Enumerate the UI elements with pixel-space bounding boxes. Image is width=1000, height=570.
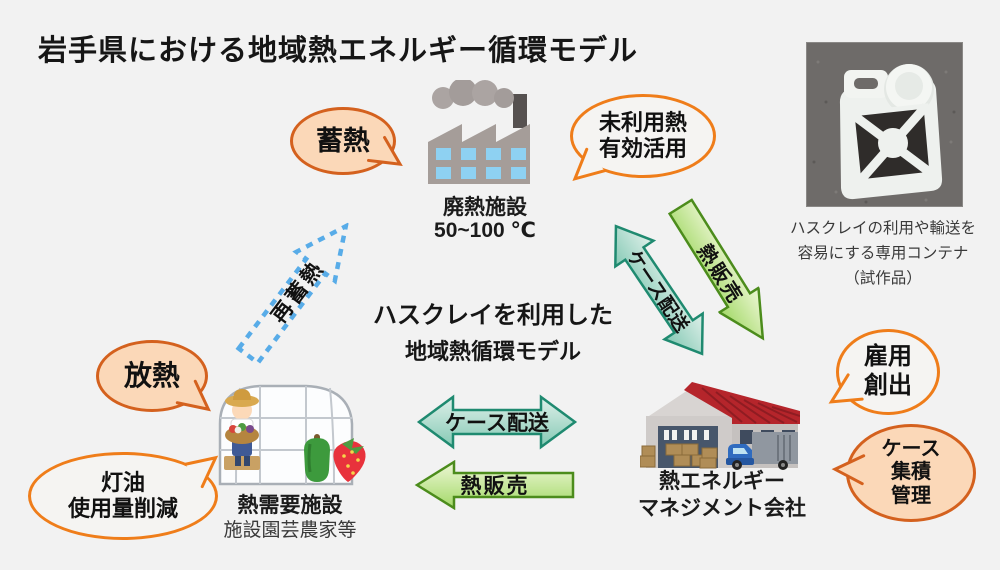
waste-heat-facility-temperature: 50~100 ℃	[434, 219, 536, 242]
unused-heat-bubble-tail	[572, 147, 607, 181]
case-delivery-lower-arrow-shape	[416, 394, 578, 450]
kerosene-line2: 使用量削減	[67, 496, 178, 521]
heat-demand-facility-subtitle: 施設園芸農家等	[223, 520, 357, 541]
pepper-icon	[304, 434, 330, 482]
heat-sale-lower-arrow: 熱販売	[414, 460, 576, 510]
storage-bubble: 蓄熱	[290, 107, 403, 175]
employment-bubble: 雇用 創出	[828, 329, 940, 415]
management-company-line2: マネジメント会社	[638, 497, 806, 521]
kerosene-reduction-bubble: 灯油 使用量削減	[28, 452, 219, 540]
greenhouse-icon	[218, 384, 366, 486]
heat-sale-upper-arrow-shape	[667, 198, 765, 341]
farmer-figure	[224, 389, 260, 470]
release-bubble-tail	[175, 379, 211, 412]
release-bubble-label: 放熱	[123, 360, 180, 392]
container-prototype-photo	[806, 42, 963, 207]
strawberry-icon	[333, 438, 366, 482]
recharge-arrow: 再蓄熱	[223, 206, 370, 375]
heat-sale-lower-arrow-shape	[414, 460, 575, 510]
kerosene-bubble-tail	[183, 455, 219, 489]
management-company-label: 熱エネルギー マネジメント会社	[622, 468, 822, 523]
unused-heat-line2: 有効活用	[598, 136, 687, 161]
employment-bubble-tail	[828, 373, 864, 404]
case-delivery-lower-label: ケース配送	[445, 412, 549, 435]
recharge-arrow-shape	[235, 222, 349, 367]
management-company-line1: 熱エネルギー	[659, 470, 785, 493]
container-jug-illustration	[812, 60, 956, 204]
case-management-bubble: ケース 集積 管理	[831, 424, 976, 522]
photo-caption-line2: 容易にする専用コンテナ	[797, 245, 969, 263]
storage-bubble-label: 蓄熱	[316, 125, 370, 156]
case-delivery-lower-arrow: ケース配送	[416, 394, 578, 450]
case-management-line1: ケース	[881, 437, 941, 460]
heat-sale-upper-arrow: 熱販売	[659, 192, 784, 353]
center-model-label: ハスクレイを利用した 地域熱循環モデル	[363, 295, 623, 366]
photo-caption-line1: ハスクレイの利用や輸送を	[789, 220, 976, 237]
case-delivery-upper-arrow: ケース配送	[593, 209, 726, 371]
case-management-bubble-tail	[831, 454, 866, 486]
photo-caption: ハスクレイの利用や輸送を 容易にする専用コンテナ （試作品）	[775, 216, 991, 291]
case-delivery-upper-arrow-shape	[614, 224, 704, 356]
waste-heat-facility-label: 廃熱施設	[443, 196, 527, 219]
heat-demand-facility-label: 熱需要施設	[237, 494, 343, 517]
employment-line1: 雇用	[864, 343, 912, 371]
kerosene-line1: 灯油	[100, 469, 145, 495]
center-model-line2: 地域熱循環モデル	[404, 339, 581, 364]
page-title: 岩手県における地域熱エネルギー循環モデル	[38, 35, 639, 67]
release-bubble: 放熱	[96, 340, 211, 412]
unused-heat-line1: 未利用熱	[598, 109, 687, 135]
case-management-line2: 集積	[891, 461, 931, 484]
center-model-line1: ハスクレイを利用した	[373, 302, 613, 329]
unused-heat-bubble: 未利用熱 有効活用	[570, 94, 716, 181]
storage-bubble-tail	[367, 136, 403, 167]
photo-caption-line3: （試作品）	[844, 270, 922, 288]
management-company-icon	[640, 382, 800, 470]
employment-line2: 創出	[864, 372, 912, 399]
truck-icon	[726, 432, 798, 470]
waste-heat-factory-icon	[428, 80, 530, 184]
heat-sale-lower-label: 熱販売	[460, 475, 530, 498]
case-management-line3: 管理	[891, 484, 931, 507]
